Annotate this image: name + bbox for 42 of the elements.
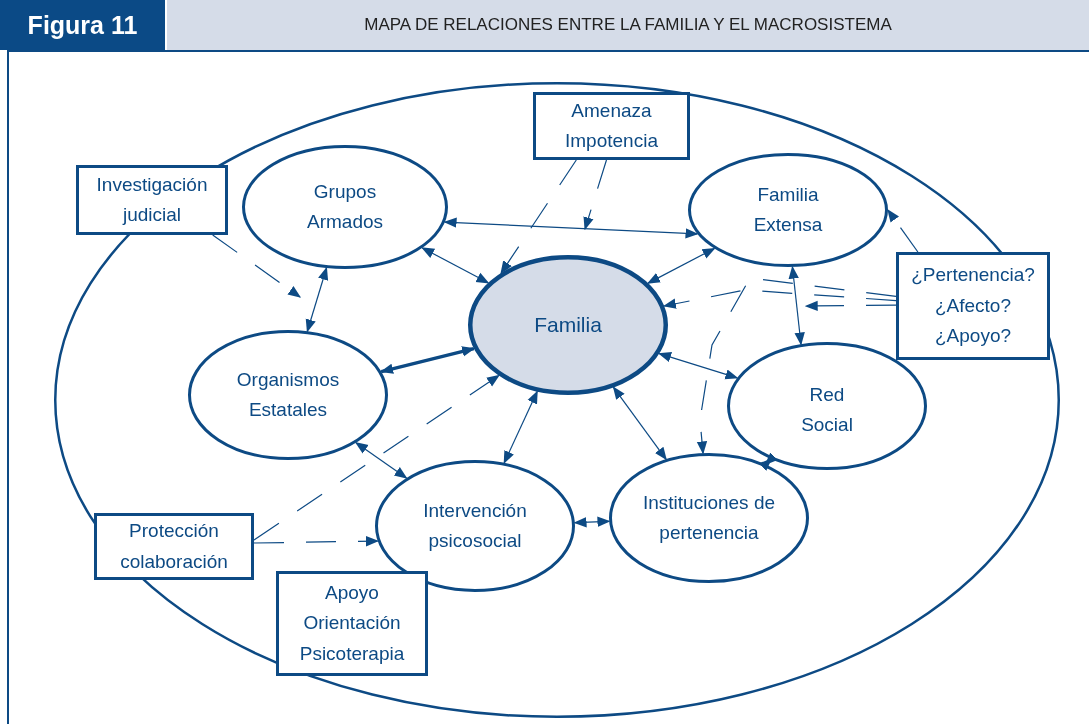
figure-number: Figura 11 [0,0,165,50]
arrow [573,516,611,528]
arrow [788,265,805,346]
arrow [503,390,538,465]
ellipse-node [242,145,448,269]
node-label: Investigación judicial [95,172,209,227]
dashed-arrow [696,277,897,455]
dashed-arrow [253,536,379,547]
node-label: Protección colaboración [119,519,229,574]
ellipse-node [609,453,809,583]
dashed-arrow [500,159,577,275]
node-label: Red Social [800,382,854,437]
ellipse-node [188,330,388,460]
dashed-arrow [804,300,897,312]
node-label: Apoyo Orientación Psicoterapia [298,580,406,666]
node-label: Amenaza Impotencia [564,98,659,153]
arrow [354,441,408,479]
text-box [76,165,228,235]
dashed-arrow [212,234,302,298]
ellipse-node [727,342,927,470]
central-ellipse [468,255,668,395]
dashed-arrow [662,289,897,309]
dashed-arrow [887,208,919,253]
node-label: Familia [533,312,603,339]
dashed-arrow [253,374,500,541]
arrow [421,247,490,284]
arrow [380,346,476,374]
arrow [305,266,329,333]
ellipse-node [688,153,888,267]
dashed-arrow [583,159,608,231]
node-label: Instituciones de pertenencia [642,490,776,545]
node-label: Organismos Estatales [235,367,341,422]
node-label: Grupos Armados [306,179,384,234]
node-label: Familia Extensa [752,182,824,237]
node-label: ¿Pertenencia? ¿Afecto? ¿Apoyo? [910,263,1036,349]
arrow [646,247,716,284]
arrow [658,352,739,380]
node-label: Intervención psicosocial [422,498,528,553]
arrow [759,452,778,471]
arrow [443,217,699,239]
title-bar: MAPA DE RELACIONES ENTRE LA FAMILIA Y EL MACROSISTEMA [167,0,1089,50]
arrow [612,386,667,461]
